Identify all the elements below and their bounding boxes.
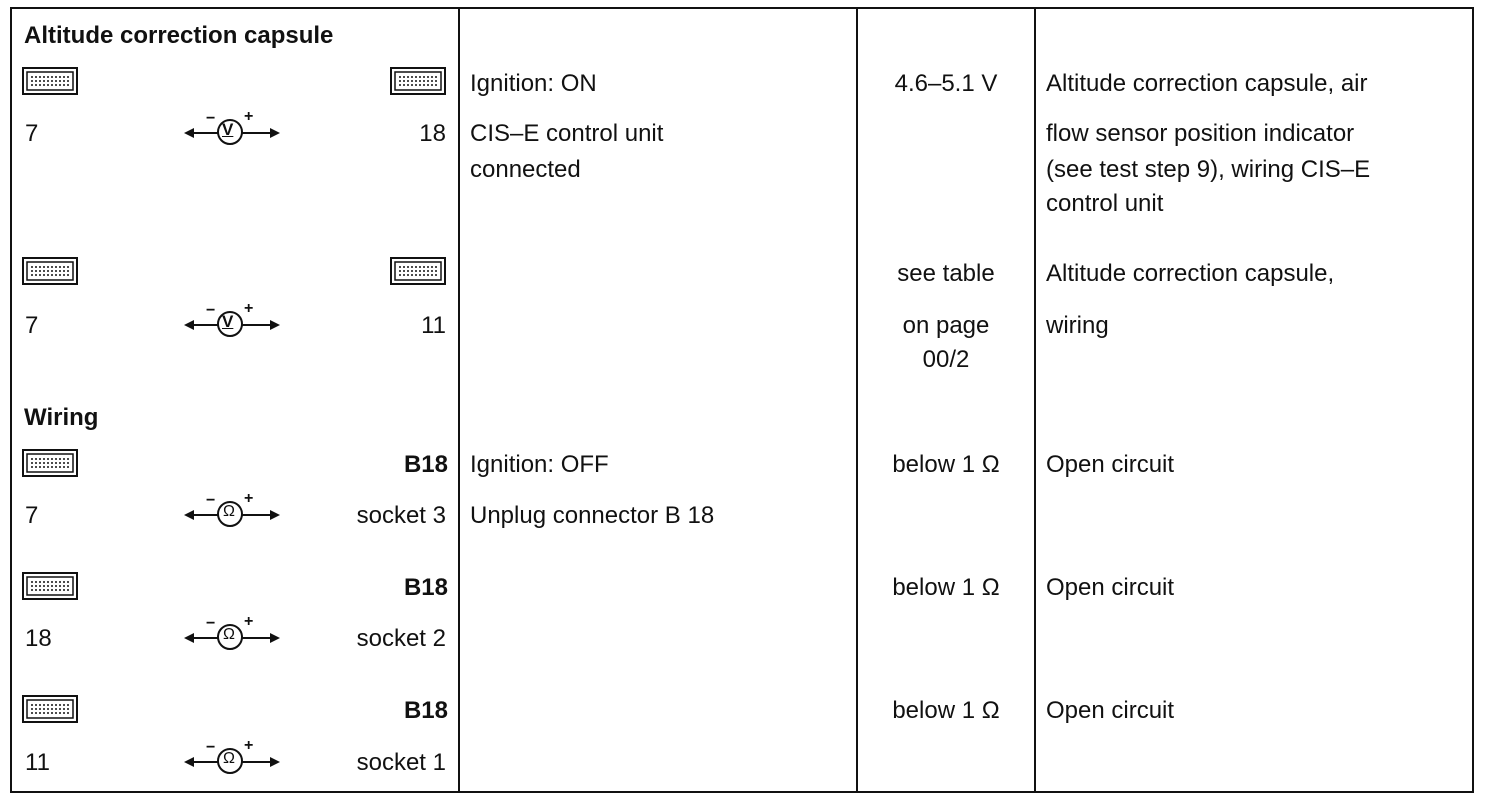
to-terminal: socket 1: [356, 749, 446, 776]
control-unit-connector-icon: [390, 257, 446, 285]
ohmmeter-icon: − Ω +: [182, 490, 282, 528]
ohmmeter-icon: − Ω +: [182, 737, 282, 775]
condition-line: Ignition: ON: [470, 70, 597, 97]
meter-symbol: Ω: [223, 503, 235, 520]
meter-symbol: V: [222, 312, 234, 331]
to-terminal: 11: [421, 312, 446, 339]
voltmeter-icon: − V +: [182, 108, 282, 146]
to-terminal: 18: [419, 120, 446, 147]
column-divider: [458, 7, 460, 793]
spec-value: 00/2: [922, 346, 970, 373]
fault-line: Open circuit: [1046, 451, 1175, 478]
minus-label: −: [206, 615, 216, 632]
column-divider: [856, 7, 858, 793]
spec-value: below 1 Ω: [892, 451, 1000, 478]
control-unit-connector-icon: [22, 572, 78, 600]
control-unit-connector-icon: [22, 449, 78, 477]
control-unit-connector-icon: [22, 67, 78, 95]
ohmmeter-icon: − Ω +: [182, 613, 282, 651]
table-frame: [10, 7, 1474, 793]
minus-label: −: [206, 302, 216, 319]
meter-symbol: Ω: [223, 750, 235, 767]
to-terminal: socket 3: [356, 502, 446, 529]
fault-line: flow sensor position indicator: [1046, 120, 1355, 147]
fault-line: wiring: [1046, 312, 1109, 339]
plus-label: +: [244, 300, 254, 317]
plus-label: +: [244, 613, 254, 630]
control-unit-connector-icon: [22, 257, 78, 285]
connector-label: B18: [403, 451, 448, 478]
minus-label: −: [206, 492, 216, 509]
plus-label: +: [244, 737, 254, 754]
minus-label: −: [206, 110, 216, 127]
connector-label: B18: [403, 697, 448, 724]
voltmeter-icon: − V +: [182, 300, 282, 338]
condition-line: Ignition: OFF: [470, 451, 609, 478]
from-terminal: 7: [25, 312, 39, 339]
fault-line: Open circuit: [1046, 697, 1175, 724]
from-terminal: 7: [25, 120, 39, 147]
minus-label: −: [206, 739, 216, 756]
meter-symbol: V: [222, 120, 234, 139]
fault-line: Altitude correction capsule, air: [1046, 70, 1368, 97]
section-heading: Altitude correction capsule: [24, 22, 334, 49]
spec-value: on page: [902, 312, 990, 339]
control-unit-connector-icon: [390, 67, 446, 95]
meter-symbol: Ω: [223, 626, 235, 643]
fault-line: Open circuit: [1046, 574, 1175, 601]
plus-label: +: [244, 490, 254, 507]
condition-line: CIS–E control unit: [470, 120, 664, 147]
plus-label: +: [244, 108, 254, 125]
from-terminal: 7: [25, 502, 39, 529]
condition-line: Unplug connector B 18: [470, 502, 715, 529]
fault-line: Altitude correction capsule,: [1046, 260, 1335, 287]
condition-line: connected: [470, 156, 581, 183]
fault-line: (see test step 9), wiring CIS–E: [1046, 156, 1371, 183]
control-unit-connector-icon: [22, 695, 78, 723]
spec-value: 4.6–5.1 V: [894, 70, 998, 97]
fault-line: control unit: [1046, 190, 1164, 217]
section-heading: Wiring: [24, 404, 99, 431]
spec-value: below 1 Ω: [892, 697, 1000, 724]
column-divider: [1034, 7, 1036, 793]
to-terminal: socket 2: [356, 625, 446, 652]
spec-value: see table: [897, 260, 995, 287]
spec-value: below 1 Ω: [892, 574, 1000, 601]
from-terminal: 11: [25, 749, 50, 776]
connector-label: B18: [403, 574, 448, 601]
from-terminal: 18: [25, 625, 52, 652]
